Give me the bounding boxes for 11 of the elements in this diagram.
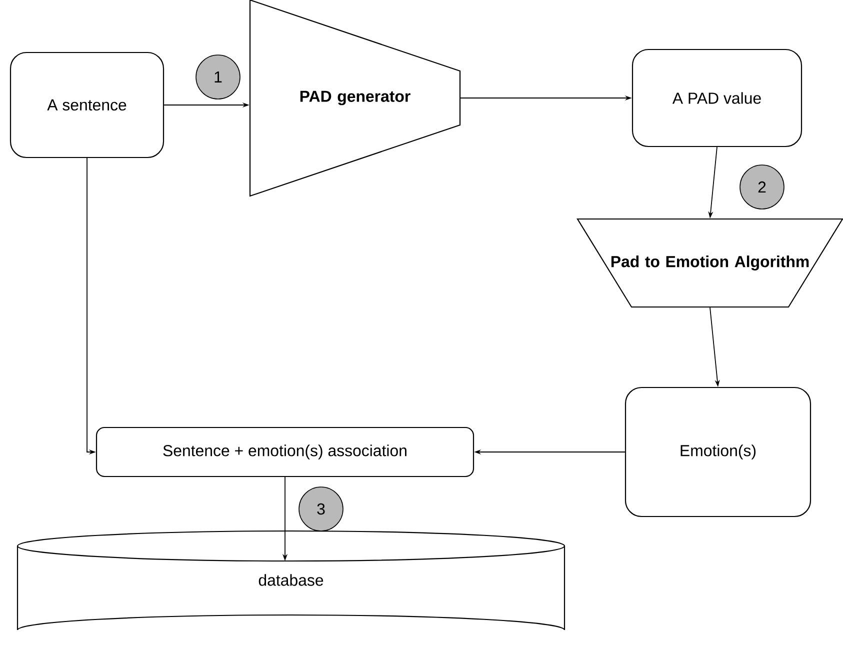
algorithm-trapezoid: Pad to Emotion Algorithm xyxy=(576,218,843,308)
callout-number: 1 xyxy=(196,54,240,100)
process-box: A PAD value xyxy=(632,48,802,148)
generator-trapezoid: PAD generator xyxy=(249,0,461,197)
callout-number: 3 xyxy=(298,486,344,532)
callout-number: 2 xyxy=(740,164,784,210)
database-cylinder: database xyxy=(16,530,566,631)
process-box: A sentence xyxy=(10,52,164,158)
node-label: database xyxy=(258,574,324,586)
process-box: Emotion(s) xyxy=(624,386,812,518)
association-box: Sentence + emotion(s) association xyxy=(96,426,474,478)
